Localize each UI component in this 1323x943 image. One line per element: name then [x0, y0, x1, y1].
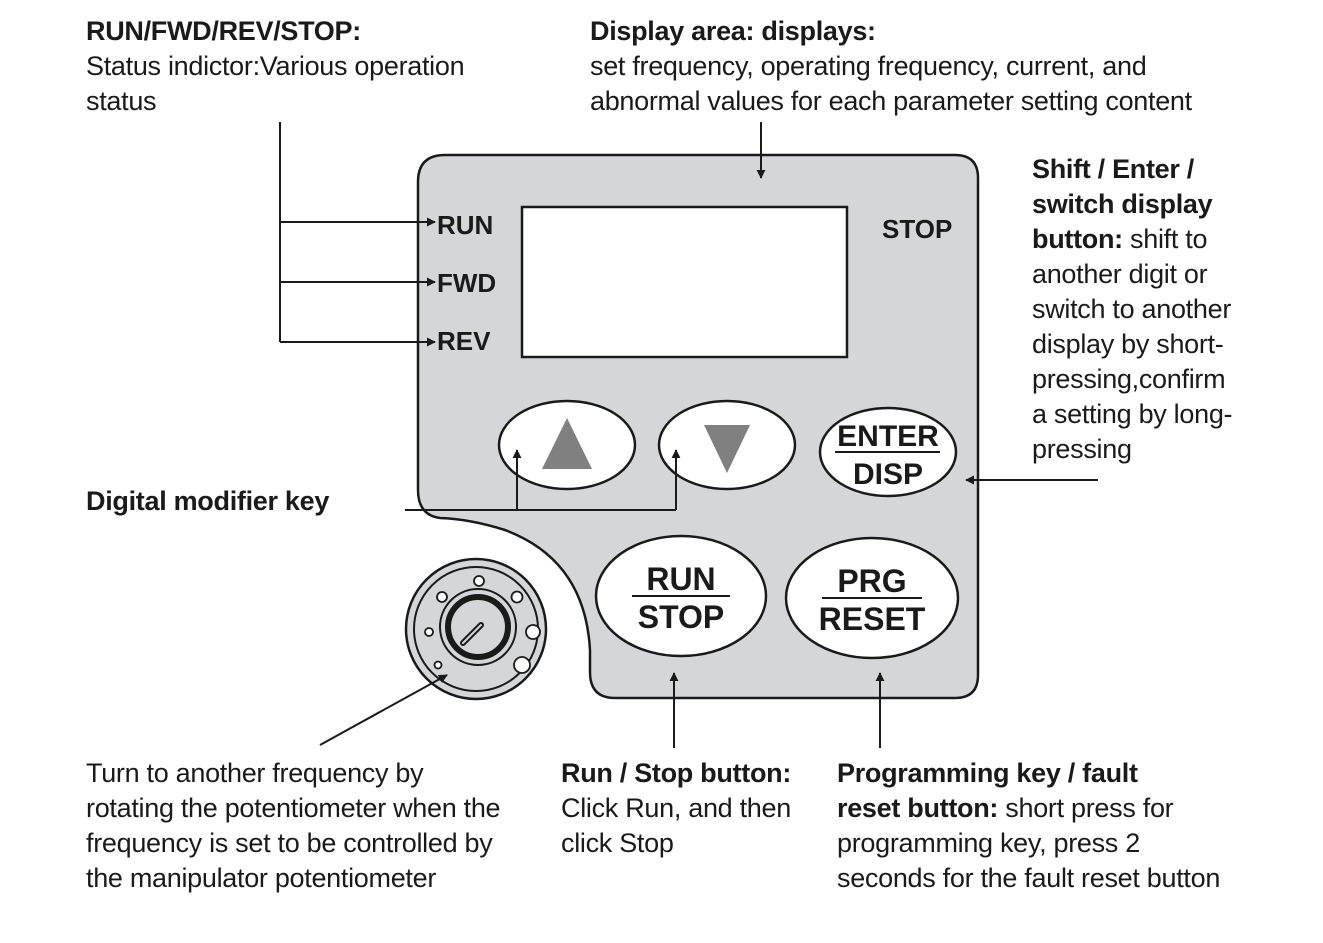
stop-label: STOP: [638, 599, 725, 635]
shift-enter-line: pressing: [1032, 434, 1132, 464]
status-indicator-line: Status indictor:Various operation: [86, 51, 465, 81]
prg-reset-rest: short press for: [998, 793, 1174, 823]
shift-enter-title: Shift / Enter /: [1032, 154, 1195, 184]
indicator-run: RUN: [437, 210, 493, 240]
scale-dot: [510, 590, 524, 604]
prg-reset-line: seconds for the fault reset button: [837, 863, 1221, 893]
shift-enter-rest: shift to: [1122, 224, 1208, 254]
scale-dot: [424, 627, 434, 637]
status-indicator-line: status: [86, 86, 157, 116]
enter-label: ENTER: [837, 420, 939, 453]
display-area-line: abnormal values for each parameter setti…: [590, 86, 1192, 116]
display-area-annotation: Display area: displays: set frequency, o…: [590, 14, 1192, 119]
potentiometer-line: the manipulator potentiometer: [86, 863, 437, 893]
run-label: RUN: [646, 561, 715, 597]
run-stop-key[interactable]: RUN STOP: [594, 534, 768, 658]
status-indicator-title: RUN/FWD/REV/STOP:: [86, 16, 361, 46]
scale-dot: [473, 575, 485, 587]
prg-reset-line: programming key, press 2: [837, 828, 1140, 858]
indicator-fwd: FWD: [437, 268, 496, 298]
down-key[interactable]: [657, 399, 797, 491]
prg-reset-title: Programming key / fault: [837, 758, 1138, 788]
run-stop-line: click Stop: [561, 828, 674, 858]
reset-label: RESET: [819, 601, 926, 637]
shift-enter-line: switch to another: [1032, 294, 1232, 324]
scale-dot: [433, 660, 443, 670]
disp-label: DISP: [853, 458, 923, 491]
scale-dot: [436, 591, 448, 603]
prg-label: PRG: [837, 563, 906, 599]
display-area-title: Display area: displays:: [590, 16, 876, 46]
potentiometer-line: rotating the potentiometer when the: [86, 793, 501, 823]
scale-dot: [525, 624, 541, 640]
status-indicator-annotation: RUN/FWD/REV/STOP: Status indictor:Variou…: [86, 14, 465, 119]
run-stop-annotation: Run / Stop button: Click Run, and then c…: [561, 756, 791, 861]
potentiometer-arrow: [319, 674, 448, 746]
shift-enter-title: switch display: [1032, 189, 1213, 219]
scale-dot: [513, 656, 531, 674]
shift-enter-line: pressing,confirm: [1032, 364, 1226, 394]
up-triangle-icon: [542, 418, 592, 469]
potentiometer-annotation: Turn to another frequency by rotating th…: [86, 756, 501, 896]
leader-lines: [279, 122, 1098, 748]
potentiometer-line: Turn to another frequency by: [86, 758, 424, 788]
shift-enter-line: another digit or: [1032, 259, 1208, 289]
display-area-line: set frequency, operating frequency, curr…: [590, 51, 1147, 81]
indicator-rev: REV: [437, 326, 491, 356]
up-key[interactable]: [497, 399, 637, 491]
shift-enter-line: button: shift to: [1032, 222, 1232, 257]
down-triangle-icon: [704, 425, 750, 473]
digital-modifier-annotation: Digital modifier key: [86, 486, 330, 516]
shift-enter-line: a setting by long-: [1032, 399, 1233, 429]
potentiometer-line: frequency is set to be controlled by: [86, 828, 493, 858]
run-stop-title: Run / Stop button:: [561, 758, 792, 788]
shift-enter-line: display by short-: [1032, 329, 1224, 359]
enter-disp-key[interactable]: ENTER DISP: [818, 406, 958, 498]
prg-reset-line: reset button: short press for: [837, 791, 1220, 826]
potentiometer-knob[interactable]: [404, 557, 548, 701]
shift-enter-annotation: Shift / Enter / switch display button: s…: [1032, 152, 1233, 467]
prg-reset-key[interactable]: PRG RESET: [784, 536, 960, 660]
prg-reset-bold: reset button:: [837, 793, 999, 823]
prg-reset-annotation: Programming key / fault reset button: sh…: [837, 756, 1220, 896]
display-screen: [520, 205, 849, 359]
shift-enter-bold: button:: [1032, 224, 1123, 254]
indicator-stop: STOP: [882, 214, 952, 244]
run-stop-line: Click Run, and then: [561, 793, 791, 823]
